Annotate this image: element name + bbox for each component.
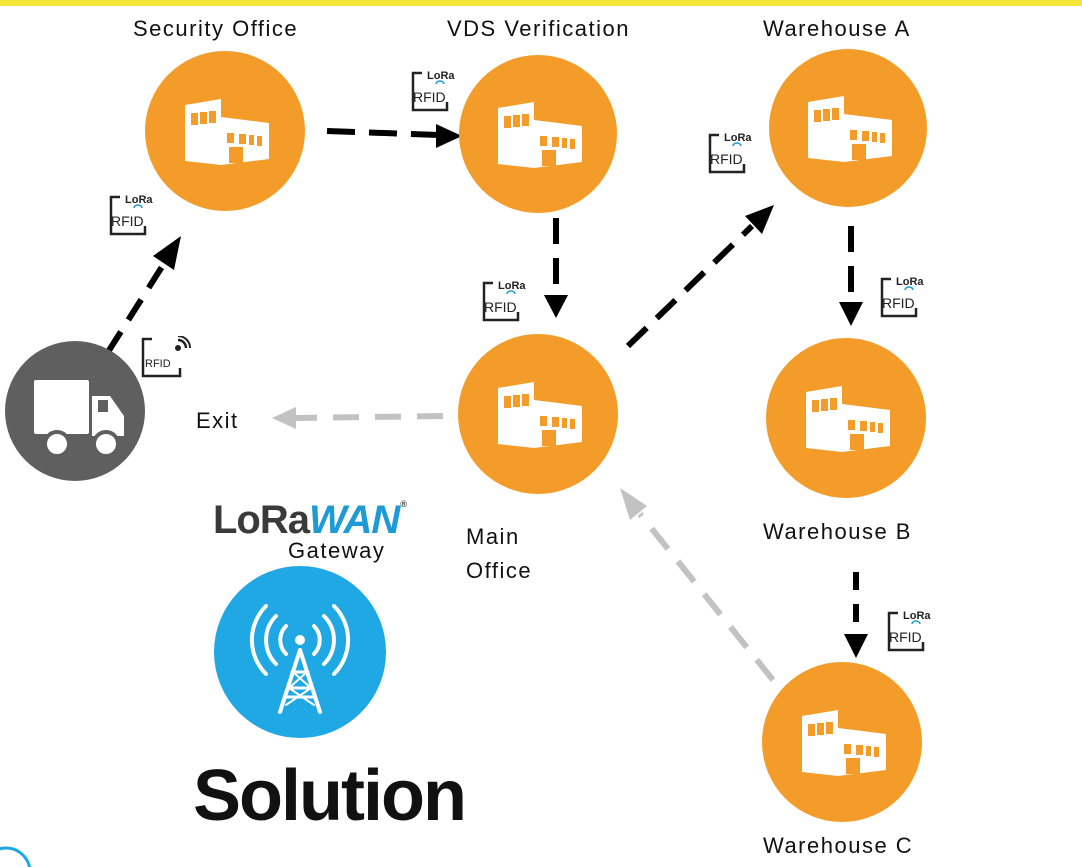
arrow-security-to-vds <box>326 124 462 148</box>
truck-tag-rfid-text: RFID <box>145 358 171 370</box>
tag-lora-text: LoRa <box>903 610 931 622</box>
lorawan-logo-mark: ® <box>400 499 407 509</box>
lora-rfid-tag-icon: LoRa RFID <box>481 280 526 322</box>
tag-lora-text: LoRa <box>427 70 455 82</box>
label-vds-verification: VDS Verification <box>447 16 630 41</box>
truck-rfid-tag-icon: RFID <box>140 336 191 378</box>
top-accent-bar <box>0 0 1082 6</box>
lora-rfid-tag-icon: LoRa RFID <box>879 276 924 318</box>
node-main-office <box>458 334 618 494</box>
label-warehouse-b: Warehouse B <box>763 519 912 544</box>
tag-lora-text: LoRa <box>125 194 153 206</box>
truck-icon <box>34 380 124 458</box>
tag-lora-text: LoRa <box>498 280 526 292</box>
gateway-label: Gateway <box>288 538 386 563</box>
node-warehouse-b <box>766 338 926 498</box>
radio-tower-icon <box>249 604 351 714</box>
arrow-warehouse-b-to-c <box>844 572 868 658</box>
label-warehouse-c: Warehouse C <box>763 833 914 858</box>
corner-circle-decoration <box>0 846 31 867</box>
lora-rfid-tag-icon: LoRa RFID <box>410 70 455 112</box>
tag-rfid-text: RFID <box>111 213 144 229</box>
gateway-node <box>214 566 386 738</box>
arrow-vds-to-main <box>544 218 568 318</box>
lorawan-logo-wan: WAN <box>309 498 400 542</box>
arrow-warehouse-c-to-main <box>620 488 776 682</box>
tag-rfid-text: RFID <box>710 151 743 167</box>
label-security-office: Security Office <box>133 16 299 41</box>
node-warehouse-c <box>762 662 922 822</box>
arrow-main-to-warehouse-a <box>625 205 774 349</box>
label-main-office-line1: Main <box>466 524 520 549</box>
tag-rfid-text: RFID <box>484 299 517 315</box>
node-vds-verification <box>459 55 617 213</box>
lora-rfid-tag-icon: LoRa RFID <box>886 610 931 652</box>
label-exit: Exit <box>196 408 239 433</box>
tag-rfid-text: RFID <box>889 629 922 645</box>
tag-rfid-text: RFID <box>882 295 915 311</box>
truck-node <box>5 341 145 481</box>
label-main-office-line2: Office <box>466 558 533 583</box>
tag-lora-text: LoRa <box>724 132 752 144</box>
arrow-warehouse-a-to-b <box>839 226 863 326</box>
lorawan-logo: LoRaWAN® <box>213 498 407 542</box>
tag-rfid-text: RFID <box>413 89 446 105</box>
tag-lora-text: LoRa <box>896 276 924 288</box>
label-warehouse-a: Warehouse A <box>763 16 911 41</box>
arrow-truck-to-security <box>105 236 181 354</box>
solution-title: Solution <box>193 756 467 836</box>
lorawan-logo-lora: LoRa <box>213 498 310 542</box>
arrow-main-to-exit <box>272 407 444 429</box>
node-warehouse-a <box>769 49 927 207</box>
node-security-office <box>145 51 305 211</box>
lora-rfid-tag-icon: LoRa RFID <box>707 132 752 174</box>
lora-rfid-tag-icon: LoRa RFID <box>108 194 153 236</box>
